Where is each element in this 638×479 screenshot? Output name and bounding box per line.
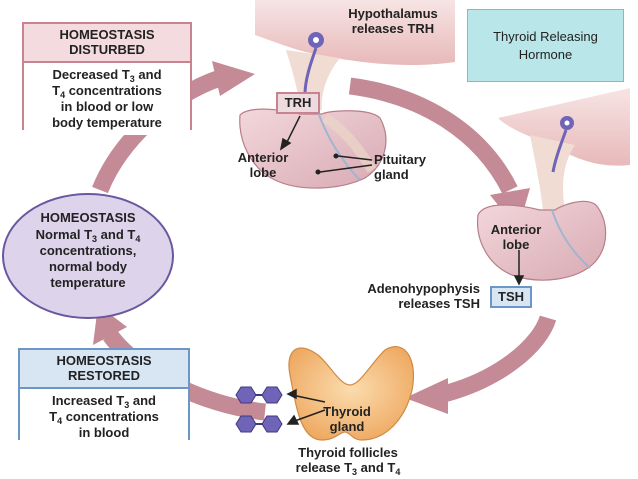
homeostasis-disturbed-body: Decreased T3 and T4 concentrations in bl… bbox=[24, 63, 190, 135]
restored-body-line-1: Increased T3 and bbox=[51, 393, 156, 410]
pituitary-stalk-right bbox=[530, 135, 575, 210]
anterior-lobe-top-line-1: Anterior bbox=[237, 150, 289, 165]
hormone-molecule-bottom bbox=[235, 415, 283, 433]
neuron-right bbox=[551, 116, 574, 173]
hypothalamus-label: Hypothalamus releases TRH bbox=[318, 6, 468, 36]
hormone-molecule-top bbox=[235, 386, 283, 404]
anterior-lobe-top-line-2: lobe bbox=[249, 165, 277, 180]
thyroid-label-line-1: Thyroid bbox=[323, 404, 371, 419]
homeostasis-restored-body: Increased T3 and T4 concentrations in bl… bbox=[20, 389, 188, 445]
hypothalamus-label-line-1: Hypothalamus bbox=[348, 6, 438, 21]
trh-tag: TRH bbox=[276, 92, 320, 114]
disturbed-body-line-4: body temperature bbox=[52, 115, 162, 130]
restored-title-line-2: RESTORED bbox=[68, 368, 140, 383]
anterior-lobe-right-label: Anterior lobe bbox=[482, 222, 550, 252]
pituitary-label-line-2: gland bbox=[374, 167, 409, 182]
cycle-arrow-right bbox=[405, 315, 557, 414]
adenohypophysis-label-line-1: Adenohypophysis bbox=[367, 281, 480, 296]
anterior-lobe-right-line-1: Anterior bbox=[490, 222, 542, 237]
normal-body-line-1: Normal T3 and T4 bbox=[35, 227, 141, 244]
disturbed-title-line-2: DISTURBED bbox=[69, 42, 145, 57]
normal-body-line-2: concentrations, bbox=[39, 243, 137, 258]
brain-tissue-top bbox=[255, 0, 455, 65]
disturbed-title-line-1: HOMEOSTASIS bbox=[59, 27, 155, 42]
anterior-lobe-right-line-2: lobe bbox=[502, 237, 530, 252]
disturbed-body-line-1: Decreased T3 and bbox=[52, 67, 162, 84]
disturbed-body-line-3: in blood or low bbox=[60, 99, 154, 114]
adenohypophysis-label: Adenohypophysis releases TSH bbox=[330, 281, 480, 311]
homeostasis-disturbed-box: HOMEOSTASIS DISTURBED Decreased T3 and T… bbox=[22, 22, 192, 135]
homeostasis-disturbed-title: HOMEOSTASIS DISTURBED bbox=[24, 24, 190, 63]
normal-body-line-4: temperature bbox=[50, 275, 126, 290]
pituitary-gland-right bbox=[476, 200, 607, 281]
neuron-top bbox=[303, 32, 324, 93]
pituitary-label-line-1: Pituitary bbox=[374, 152, 427, 167]
restored-body-line-3: in blood bbox=[78, 425, 130, 440]
thyroid-label-line-2: gland bbox=[329, 419, 365, 434]
homeostasis-restored-box: HOMEOSTASIS RESTORED Increased T3 and T4… bbox=[18, 348, 190, 445]
normal-body-line-3: normal body bbox=[48, 259, 127, 274]
thyroid-gland-label: Thyroid gland bbox=[312, 404, 382, 434]
thyroid-gland bbox=[288, 346, 414, 441]
disturbed-body-line-2: T4 concentrations bbox=[52, 83, 162, 100]
homeostasis-normal-ellipse: HOMEOSTASIS Normal T3 and T4 concentrati… bbox=[2, 193, 174, 319]
thyroid-releasing-hormone-note: Thyroid Releasing Hormone bbox=[467, 9, 624, 82]
thyroid-follicles-label: Thyroid follicles release T3 and T4 bbox=[268, 445, 428, 477]
adenohypophysis-label-line-2: releases TSH bbox=[398, 296, 480, 311]
pointer-lines bbox=[279, 115, 525, 425]
restored-title-line-1: HOMEOSTASIS bbox=[56, 353, 152, 368]
tsh-tag: TSH bbox=[490, 286, 532, 308]
anterior-lobe-top-label: Anterior lobe bbox=[228, 150, 298, 180]
homeostasis-normal-title: HOMEOSTASIS bbox=[40, 210, 136, 225]
restored-body-line-2: T4 concentrations bbox=[49, 409, 159, 426]
follicles-label-line-1: Thyroid follicles bbox=[298, 445, 398, 460]
homeostasis-normal-body: Normal T3 and T4 concentrations, normal … bbox=[4, 227, 172, 291]
hypothalamus-label-line-2: releases TRH bbox=[351, 21, 435, 36]
note-text: Thyroid Releasing Hormone bbox=[493, 28, 598, 62]
follicles-label-line-2: release T3 and T4 bbox=[295, 460, 401, 477]
pituitary-gland-label: Pituitary gland bbox=[374, 152, 446, 182]
homeostasis-restored-title: HOMEOSTASIS RESTORED bbox=[20, 350, 188, 389]
